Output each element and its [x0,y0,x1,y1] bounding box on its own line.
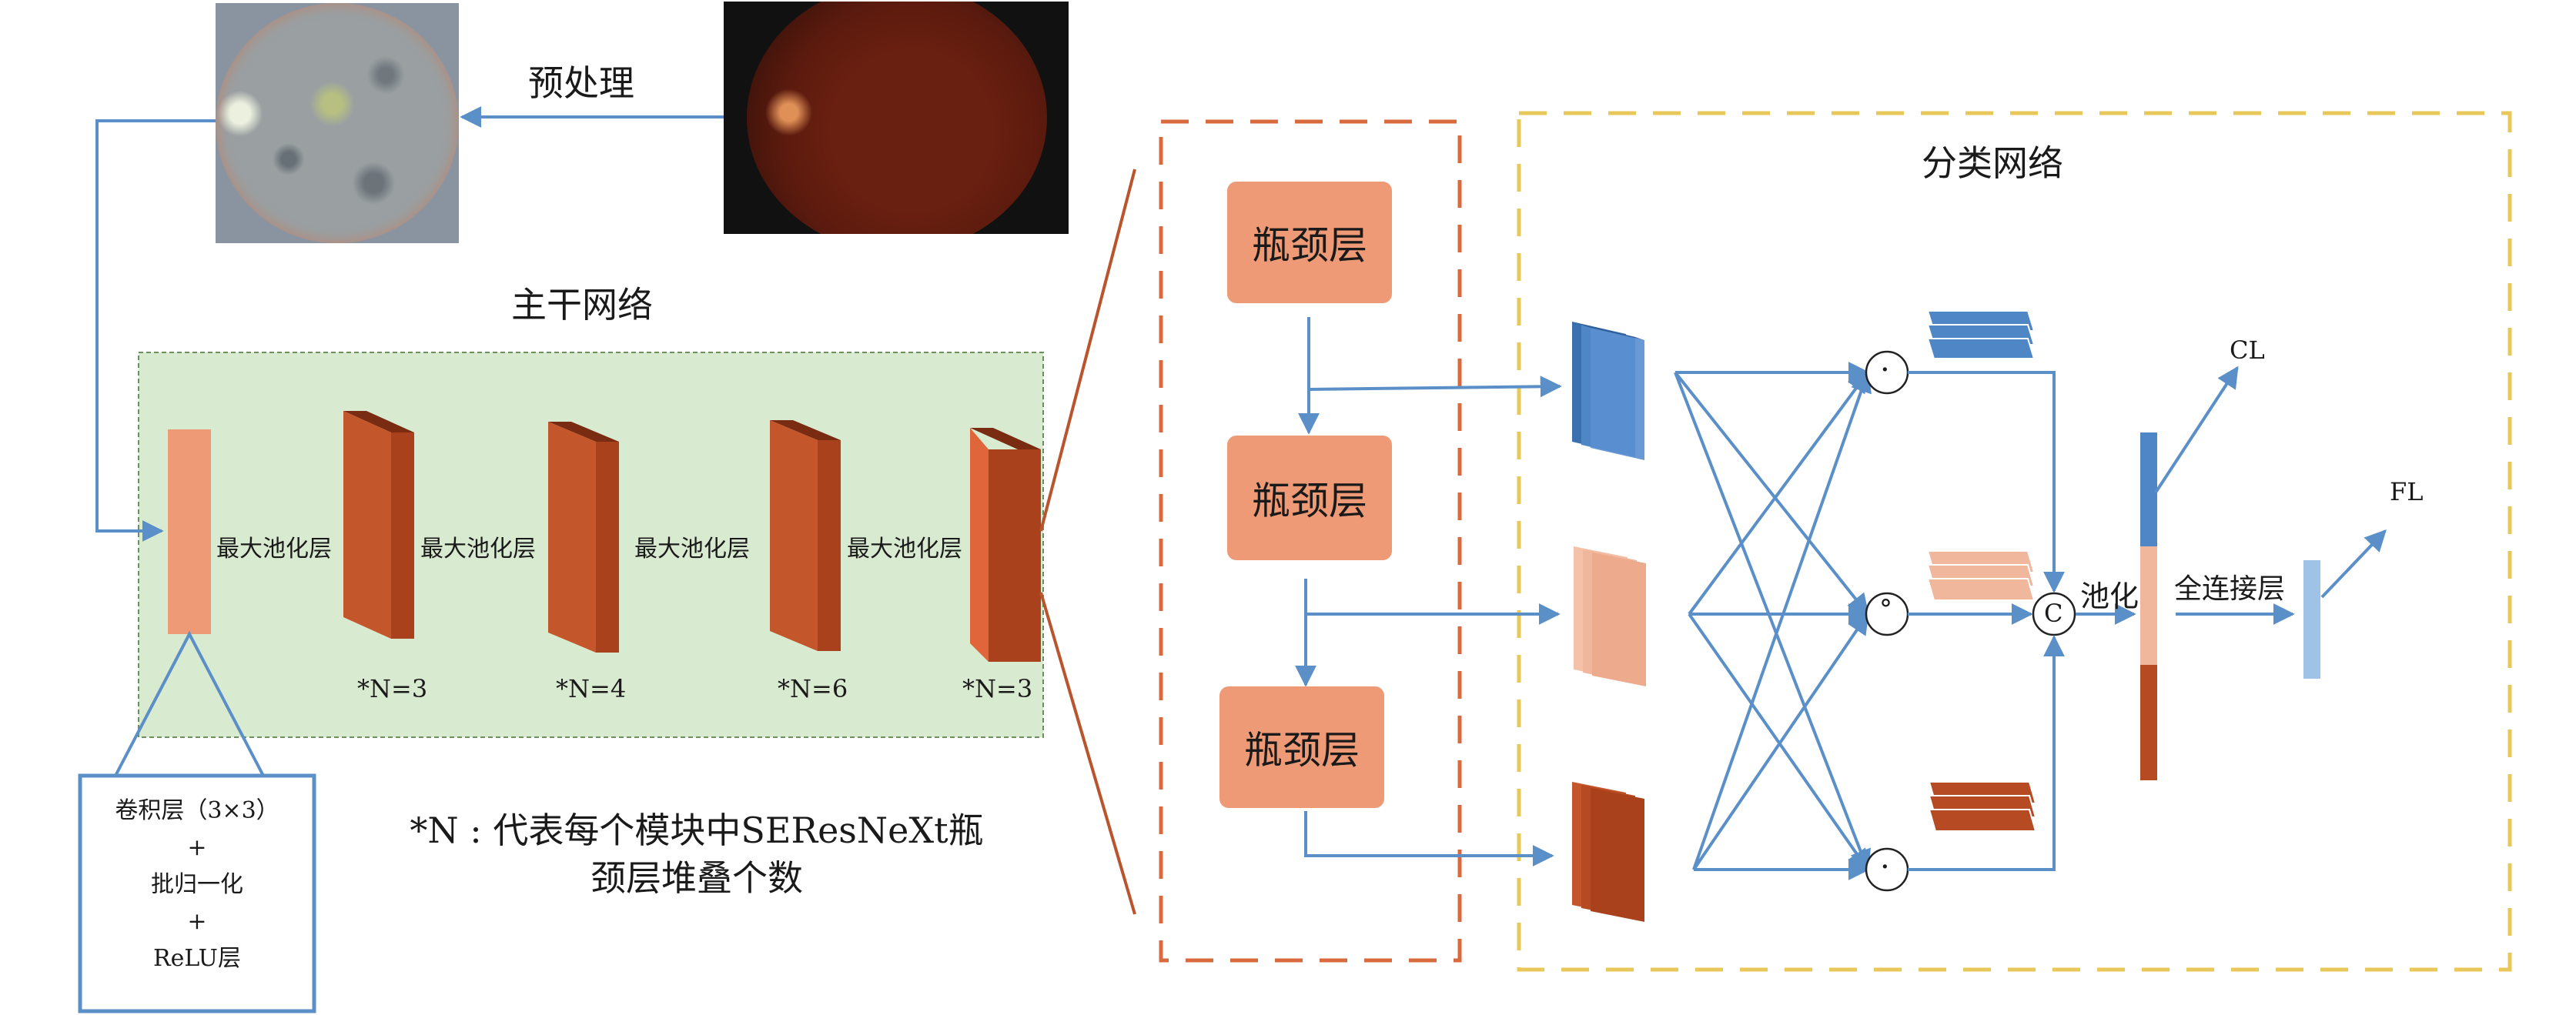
stage-block-4 [970,428,1041,662]
input-path [95,119,216,542]
feature-stack-blue [1572,322,1644,460]
classifier-title: 分类网络 [1922,142,2063,184]
pooled-segment-peach [2140,546,2157,665]
stage-block-2 [548,422,619,653]
stem-detail-box [78,773,316,1013]
op-to-concat-bottom [1908,635,2065,871]
cl-arrow [2154,366,2239,494]
weighted-plates-rust [1928,781,2037,832]
attention-connections [1674,362,1872,880]
stem-line-bn: 批归一化 [151,871,243,898]
bottleneck-block-1: 瓶颈层 [1227,182,1392,303]
stage-block-3 [770,420,841,651]
tap-arrow-3 [1304,811,1554,866]
bottleneck-frame [1159,119,1462,963]
raw-fundus-image [724,2,1069,234]
stem-line-relu: ReLU层 [153,945,241,972]
footnote-line-1: *N : 代表每个模块中SEResNeXt瓶 [410,810,984,851]
stage-block-1 [343,411,414,639]
bottleneck-block-3: 瓶颈层 [1219,686,1384,808]
pool-label-3: 最大池化层 [634,536,750,563]
op-symbol-top: · [1880,352,1890,388]
block-count-3: *N=6 [778,674,848,703]
concat-circle [2032,592,2076,636]
weighted-plates-blue [1926,310,2036,359]
weighted-plates-peach [1926,550,2036,601]
stem-plus-2: + [187,908,207,935]
footnote-line-2: 颈层堆叠个数 [590,857,803,899]
preprocessed-fundus-image [216,3,459,243]
backbone-title: 主干网络 [511,284,653,326]
output-fl: FL [2390,477,2424,506]
fc-label: 全连接层 [2174,573,2286,605]
output-cl: CL [2230,336,2265,365]
op-to-concat-top [1908,371,2065,593]
pooled-segment-blue [2140,432,2157,546]
stem-detail-text: 卷积层（3×3） + 批归一化 + ReLU层 [80,793,314,977]
block-count-1: *N=3 [357,674,428,703]
concat-symbol: C [2044,599,2063,628]
pool-label: 池化 [2080,579,2139,613]
bottleneck-block-2: 瓶颈层 [1227,436,1392,560]
footnote: *N : 代表每个模块中SEResNeXt瓶 颈层堆叠个数 [362,806,1032,902]
feature-stack-peach [1574,546,1646,686]
op-symbol-mid: ° [1879,594,1892,625]
block-count-2: *N=4 [556,674,627,703]
stem-plus-1: + [187,834,207,861]
block-count-4: *N=3 [962,674,1033,703]
pool-label-4: 最大池化层 [847,536,962,563]
stem-line-conv: 卷积层（3×3） [115,797,279,824]
preprocess-label: 预处理 [528,62,634,104]
op-symbol-bottom: · [1880,850,1890,885]
pool-label-1: 最大池化层 [216,536,332,563]
classifier-frame [1517,111,2512,972]
pool-label-2: 最大池化层 [420,536,536,563]
pooled-segment-rust [2140,665,2157,780]
feature-stack-rust [1572,782,1644,922]
zoom-line-bottom [1039,592,1136,915]
tap-arrow-1 [1308,376,1562,398]
fc-vector [2303,560,2320,679]
fl-arrow [2320,529,2387,599]
stem-callout [114,630,265,776]
stem-layer [168,429,211,634]
zoom-line-top [1039,169,1136,532]
